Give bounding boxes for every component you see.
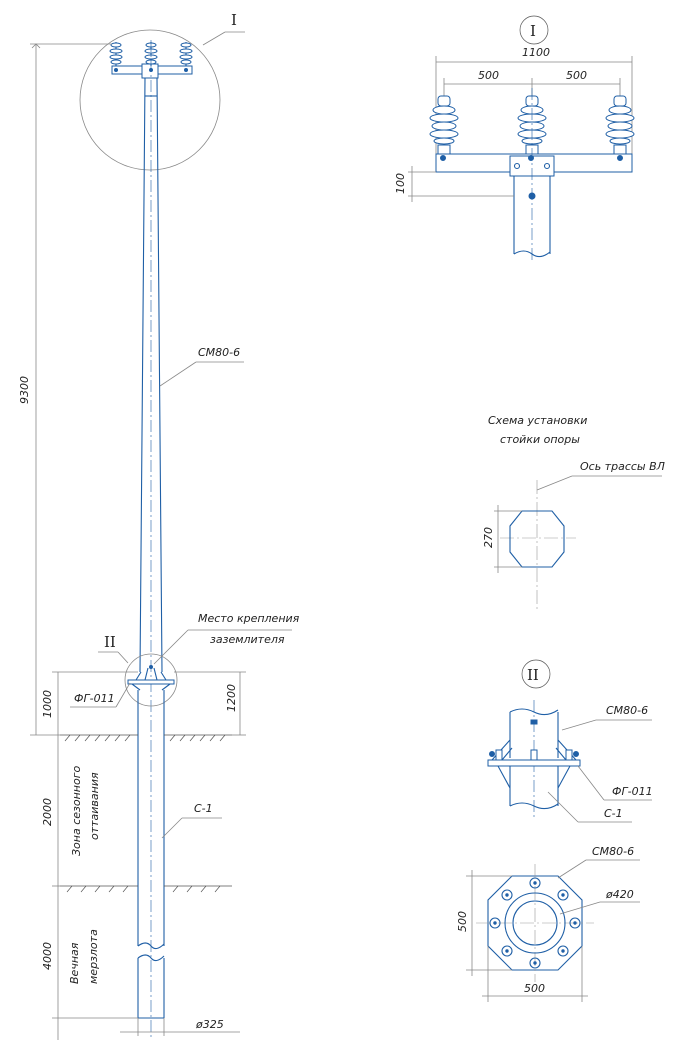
label-pile: С-1 bbox=[194, 802, 213, 815]
zone-permafrost-label-2: мерзлота bbox=[87, 929, 100, 984]
dim-total-height: 9300 bbox=[18, 376, 31, 404]
label-flange: ФГ-011 bbox=[74, 692, 115, 705]
dim-seasonal: 2000 bbox=[41, 798, 54, 826]
plan-dim-500-vertical: 500 bbox=[456, 911, 469, 932]
detail-2-view: II СМ80-6 ФГ-011 С-1 bbox=[487, 659, 653, 823]
plan-dim-500-horizontal: 500 bbox=[524, 982, 545, 995]
detail2-label-pole: СМ80-6 bbox=[606, 704, 648, 717]
flange-plan: СМ80-6 ø420 500 500 bbox=[456, 845, 640, 1002]
detail2-label-pile: С-1 bbox=[604, 807, 623, 820]
scheme-title-2: стойки опоры bbox=[500, 433, 580, 446]
detail-1-view: I 1100 500 500 bbox=[394, 15, 635, 262]
label-ground-point-2: заземлителя bbox=[210, 633, 285, 646]
detail-2-callout: II bbox=[104, 633, 116, 651]
zone-permafrost-label: Вечная bbox=[68, 942, 81, 984]
plan-label-pole: СМ80-6 bbox=[592, 845, 634, 858]
pole-section-octagon bbox=[509, 510, 565, 568]
insulator-icon bbox=[109, 42, 123, 66]
label-pole: СМ80-6 bbox=[198, 346, 240, 359]
installation-scheme: Схема установки стойки опоры Ось трассы … bbox=[482, 414, 665, 610]
dim-500-right: 500 bbox=[566, 69, 587, 82]
dim-permafrost: 4000 bbox=[41, 942, 54, 970]
dim-270: 270 bbox=[482, 527, 495, 548]
plan-dim-diameter: ø420 bbox=[605, 888, 634, 901]
flange-plate bbox=[487, 759, 581, 767]
zone-seasonal-label-2: оттаивания bbox=[88, 772, 101, 840]
flange-octagon bbox=[487, 875, 583, 971]
detail-2-circle bbox=[124, 653, 178, 707]
scheme-axis-label: Ось трассы ВЛ bbox=[580, 460, 665, 473]
insulator-icon bbox=[605, 95, 635, 155]
insulator-icon bbox=[429, 95, 459, 155]
pile-shaft bbox=[137, 690, 165, 946]
zone-seasonal-label: Зона сезонного bbox=[70, 766, 83, 856]
detail-1-title: I bbox=[530, 22, 536, 40]
detail-1-callout: I bbox=[231, 11, 237, 29]
dim-above-ground: 1000 bbox=[41, 690, 54, 718]
insulator-icon bbox=[179, 42, 193, 66]
dim-1200: 1200 bbox=[225, 684, 238, 712]
dim-1100: 1100 bbox=[522, 46, 550, 59]
scheme-title-1: Схема установки bbox=[488, 414, 587, 427]
label-ground-point-1: Место крепления bbox=[198, 612, 300, 625]
dim-diameter: ø325 bbox=[195, 1018, 224, 1031]
main-view: I bbox=[18, 11, 300, 1040]
detail-2-title: II bbox=[527, 666, 539, 684]
detail2-label-flange: ФГ-011 bbox=[612, 785, 653, 798]
dim-100: 100 bbox=[394, 173, 407, 194]
pole-shaft bbox=[139, 77, 163, 673]
detail-1-circle bbox=[79, 29, 221, 171]
dim-500-left: 500 bbox=[478, 69, 499, 82]
